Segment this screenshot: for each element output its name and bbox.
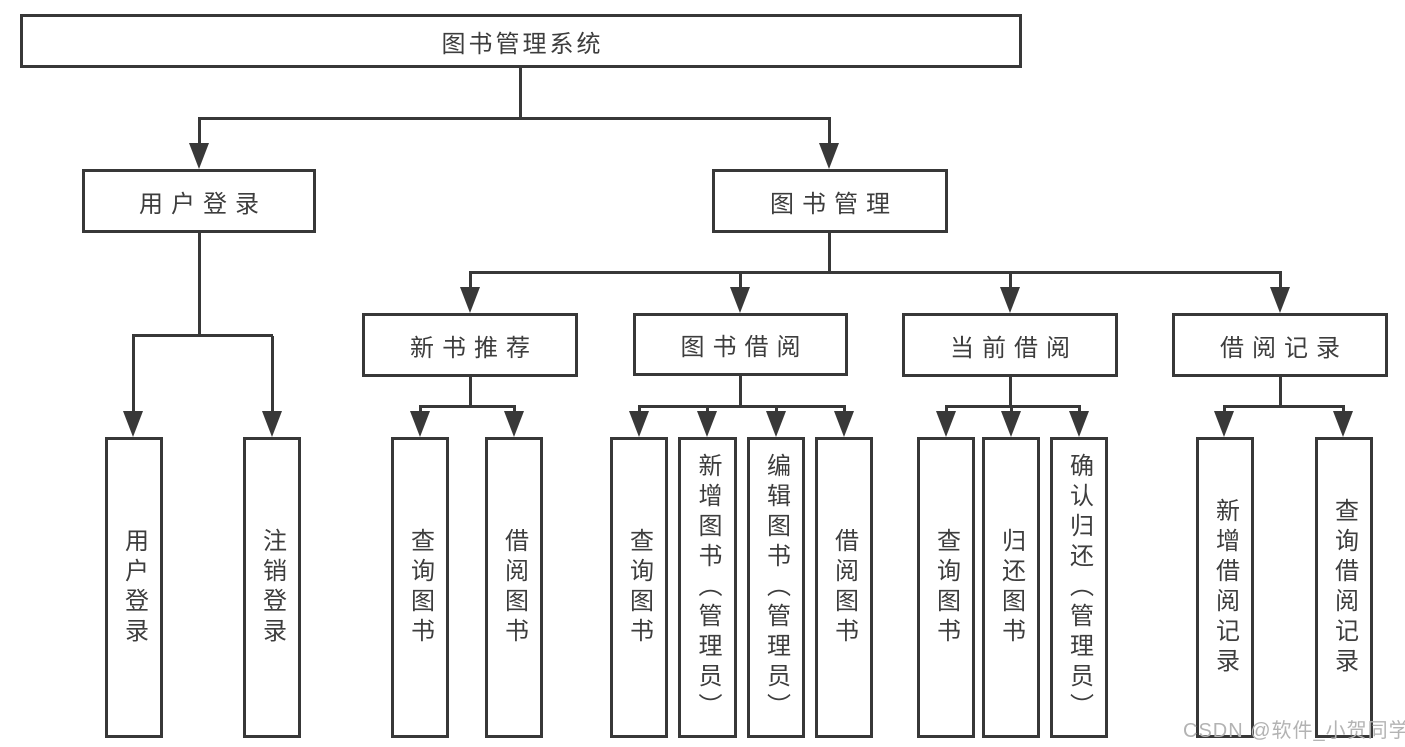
leaf-add-borrow-record: 新增借阅记录	[1196, 437, 1254, 738]
node-new-book-recommend-label: 新书推荐	[410, 334, 538, 362]
connector-current-borrow-drop-3	[1078, 407, 1081, 413]
leaf-query-borrow-record-label: 查询借阅记录	[1330, 497, 1358, 678]
connector-root-stem	[519, 68, 522, 119]
connector-book-borrow-stem	[739, 374, 742, 407]
connector-new-book-drop-2	[513, 407, 516, 413]
leaf-add-borrow-record-label: 新增借阅记录	[1211, 497, 1239, 678]
leaf-borrow-books-2: 借阅图书	[815, 437, 873, 738]
leaf-query-books-1-label: 查询图书	[406, 527, 434, 648]
connector-book-mgmt-drop-4	[1279, 273, 1282, 289]
node-book-borrow-label: 图书借阅	[680, 334, 809, 361]
arrowhead-to-leaf-query-books-2	[629, 411, 649, 437]
arrowhead-to-leaf-add-book	[697, 411, 717, 437]
node-book-borrow: 图书借阅	[633, 313, 848, 376]
node-current-borrow-label: 当前借阅	[950, 334, 1078, 362]
leaf-query-books-2-label: 查询图书	[625, 527, 653, 648]
arrowhead-to-leaf-return-books	[1001, 411, 1021, 437]
connector-book-mgmt-drop-2	[739, 273, 742, 289]
arrowhead-to-leaf-query-borrow-record	[1333, 411, 1353, 437]
leaf-logout: 注销登录	[243, 437, 301, 738]
leaf-add-book-admin: 新增图书（管理员）	[678, 437, 737, 738]
arrowhead-to-leaf-edit-book	[766, 411, 786, 437]
connector-root-drop-right	[828, 119, 831, 145]
connector-book-mgmt-bar	[469, 271, 1282, 274]
node-user-login-label: 用户登录	[139, 190, 267, 218]
connector-user-login-bar	[132, 334, 273, 337]
connector-borrow-records-bar	[1223, 405, 1345, 408]
connector-user-login-drop-1	[132, 336, 135, 413]
leaf-return-books: 归还图书	[982, 437, 1040, 738]
arrowhead-to-book-borrow	[730, 287, 750, 313]
leaf-return-books-label: 归还图书	[997, 527, 1025, 648]
arrowhead-to-leaf-query-books-1	[410, 411, 430, 437]
csdn-watermark: CSDN @软件_小贺同学	[1183, 720, 1405, 742]
leaf-add-book-admin-label: 新增图书（管理员）	[694, 452, 721, 723]
leaf-borrow-books-1: 借阅图书	[485, 437, 543, 738]
arrowhead-to-new-book-recommend	[460, 287, 480, 313]
connector-user-login-stem	[198, 233, 201, 336]
node-book-management-label: 图书管理	[770, 190, 898, 218]
node-current-borrow: 当前借阅	[902, 313, 1118, 377]
connector-new-book-drop-1	[419, 407, 422, 413]
leaf-borrow-books-2-label: 借阅图书	[830, 527, 858, 648]
leaf-query-borrow-record: 查询借阅记录	[1315, 437, 1373, 738]
connector-current-borrow-stem	[1009, 376, 1012, 407]
connector-new-book-bar	[419, 405, 516, 408]
leaf-user-login-label: 用户登录	[120, 527, 148, 648]
leaf-query-books-3-label: 查询图书	[932, 527, 960, 648]
arrowhead-to-borrow-records	[1270, 287, 1290, 313]
connector-book-mgmt-stem	[828, 233, 831, 273]
connector-book-borrow-drop-4	[843, 407, 846, 413]
node-book-management: 图书管理	[712, 169, 948, 233]
arrowhead-to-user-login	[189, 143, 209, 169]
connector-book-borrow-drop-3	[775, 407, 778, 413]
connector-book-borrow-drop-2	[706, 407, 709, 413]
leaf-query-books-1: 查询图书	[391, 437, 449, 738]
connector-root-drop-left	[198, 119, 201, 145]
connector-current-borrow-bar	[945, 405, 1081, 408]
connector-current-borrow-drop-1	[945, 407, 948, 413]
connector-borrow-records-stem	[1279, 376, 1282, 407]
connector-current-borrow-drop-2	[1010, 407, 1013, 413]
leaf-query-books-3: 查询图书	[917, 437, 975, 738]
connector-new-book-stem	[469, 376, 472, 407]
connector-book-mgmt-drop-1	[469, 273, 472, 289]
connector-borrow-records-drop-1	[1223, 407, 1226, 413]
leaf-user-login: 用户登录	[105, 437, 163, 738]
leaf-edit-book-admin: 编辑图书（管理员）	[747, 437, 805, 738]
arrowhead-to-book-management	[819, 143, 839, 169]
connector-book-borrow-bar	[638, 405, 846, 408]
arrowhead-to-leaf-query-books-3	[936, 411, 956, 437]
node-root: 图书管理系统	[20, 14, 1022, 68]
node-borrow-records-label: 借阅记录	[1220, 334, 1348, 362]
leaf-logout-label: 注销登录	[258, 527, 286, 648]
arrowhead-to-leaf-borrow-books-2	[834, 411, 854, 437]
connector-book-borrow-drop-1	[638, 407, 641, 413]
leaf-confirm-return-admin-label: 确认归还（管理员）	[1065, 452, 1093, 723]
arrowhead-to-leaf-add-borrow-record	[1214, 411, 1234, 437]
arrowhead-to-current-borrow	[1000, 287, 1020, 313]
connector-book-mgmt-drop-3	[1009, 273, 1012, 289]
connector-root-bar	[198, 117, 831, 120]
node-root-label: 图书管理系统	[441, 30, 604, 58]
arrowhead-to-leaf-logout	[262, 411, 282, 437]
node-user-login: 用户登录	[82, 169, 316, 233]
node-new-book-recommend: 新书推荐	[362, 313, 578, 377]
leaf-confirm-return-admin: 确认归还（管理员）	[1050, 437, 1108, 738]
arrowhead-to-leaf-borrow-books-1	[504, 411, 524, 437]
connector-borrow-records-drop-2	[1342, 407, 1345, 413]
leaf-edit-book-admin-label: 编辑图书（管理员）	[762, 452, 790, 723]
arrowhead-to-leaf-user-login	[123, 411, 143, 437]
connector-user-login-drop-2	[271, 336, 274, 413]
leaf-borrow-books-1-label: 借阅图书	[500, 527, 528, 648]
node-borrow-records: 借阅记录	[1172, 313, 1388, 377]
arrowhead-to-leaf-confirm-return	[1069, 411, 1089, 437]
leaf-query-books-2: 查询图书	[610, 437, 668, 738]
